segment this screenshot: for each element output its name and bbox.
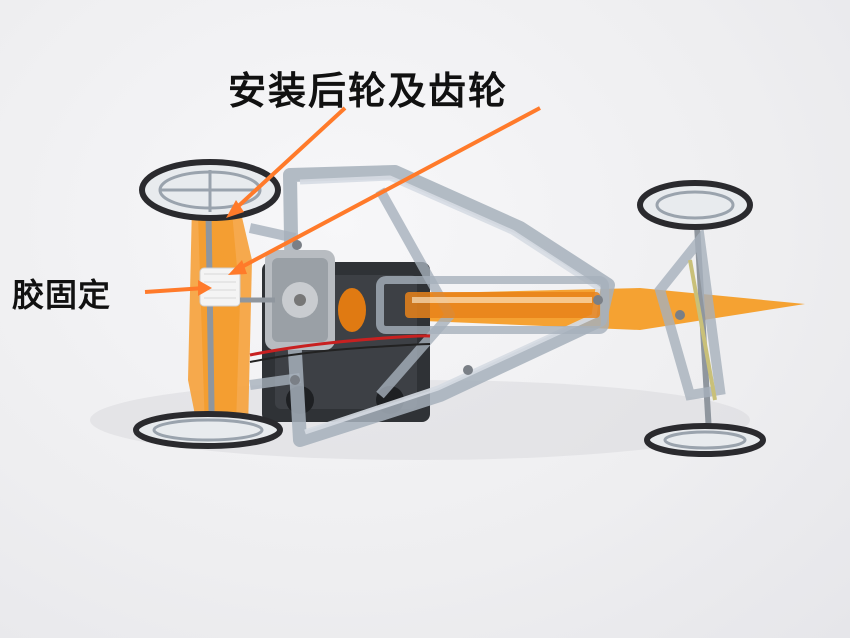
motor: [265, 250, 366, 350]
screws: [290, 240, 685, 385]
wheel-front-bottom: [644, 423, 766, 457]
wheel-rear-top: [139, 159, 281, 221]
annotation-glue-fix: 胶固定: [12, 276, 112, 314]
annotation-rear-wheel-gear: 安装后轮及齿轮: [228, 68, 509, 113]
annotation-arrows: [144, 106, 541, 296]
battery-slot: [405, 292, 600, 318]
wheel-front-top: [637, 180, 753, 230]
wheel-rear-bottom: [133, 411, 283, 449]
orange-rear-plate: [188, 200, 252, 440]
